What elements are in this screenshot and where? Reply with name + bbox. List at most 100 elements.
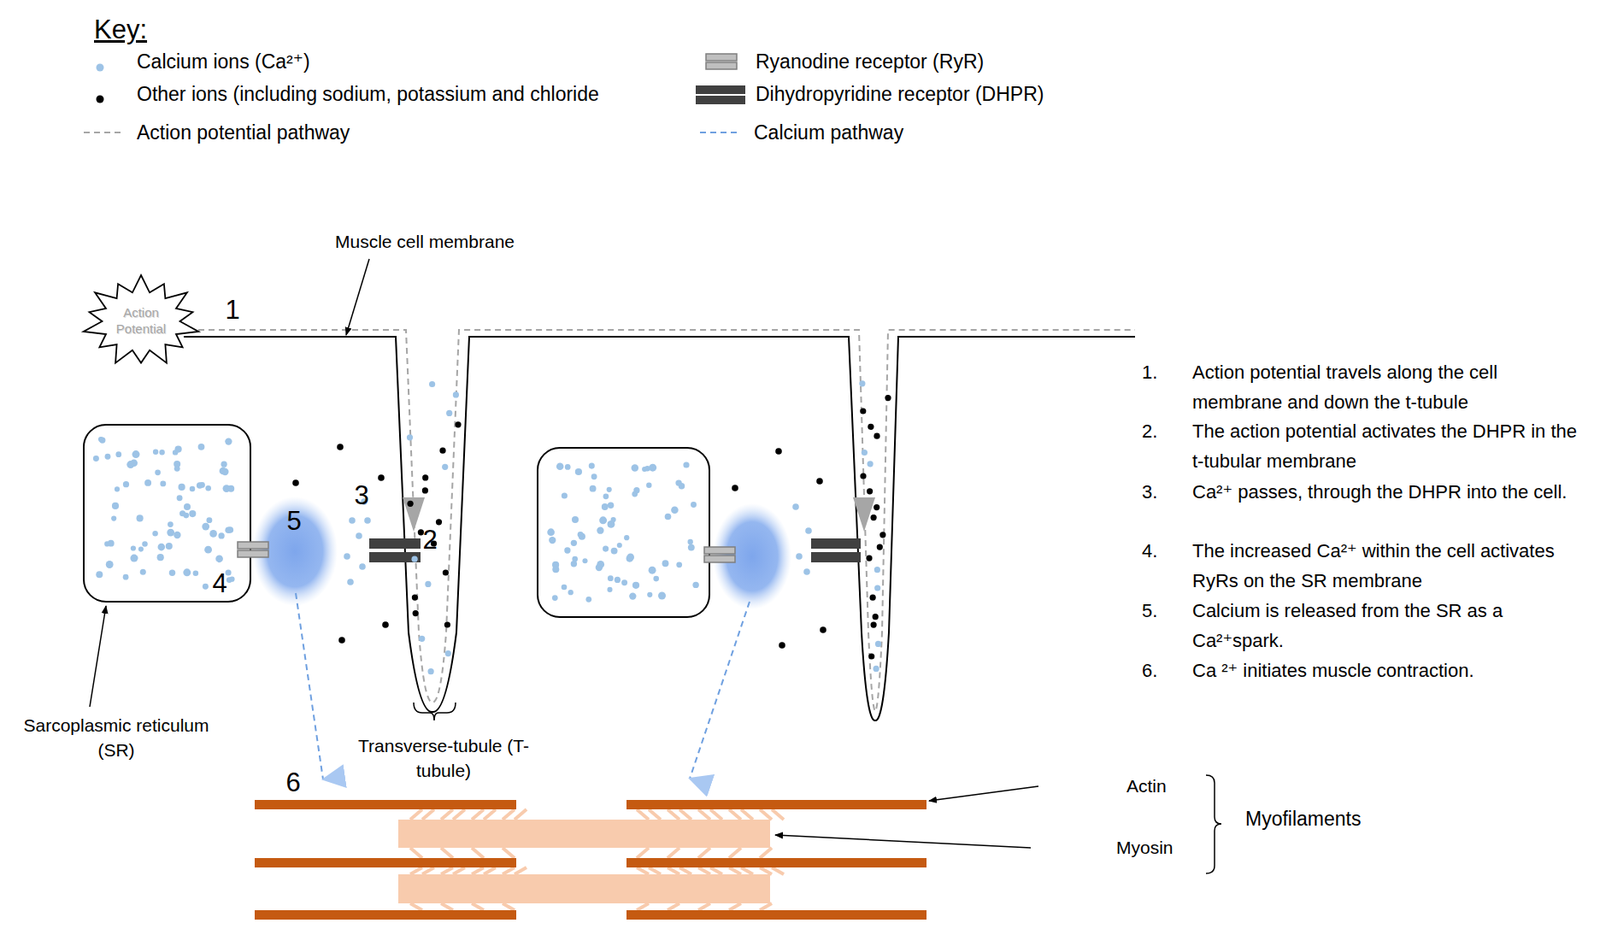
calcium-ion	[105, 560, 114, 569]
other-ion	[412, 610, 419, 617]
calcium-ion	[224, 527, 232, 535]
other-ion	[866, 488, 873, 495]
step-text: Ca²⁺ passes, through the DHPR into the c…	[1192, 476, 1588, 507]
legend-text: Action potential pathway	[136, 120, 350, 145]
ryr-receptor	[704, 547, 736, 563]
calcium-ion	[95, 570, 103, 578]
legend-text: Other ions (including sodium, potassium …	[136, 82, 600, 106]
calcium-ion	[658, 592, 666, 600]
calcium-ion	[648, 464, 657, 472]
cross-bridge	[636, 903, 649, 911]
calcium-ion	[452, 391, 459, 398]
step-text: The action potential activates the DHPR …	[1192, 416, 1588, 477]
calcium-ion	[224, 437, 232, 445]
cross-bridge	[759, 847, 772, 859]
step-text: Ca ²⁺ initiates muscle contraction.	[1192, 655, 1588, 686]
calcium-ion	[607, 502, 614, 509]
calcium-ion	[229, 576, 235, 583]
calcium-ion	[199, 482, 206, 489]
step-number: 1.	[1141, 357, 1181, 388]
cross-bridge	[483, 867, 496, 875]
ion-dots	[93, 380, 892, 675]
calcium-ion	[874, 566, 881, 573]
other-ion	[867, 423, 874, 430]
calcium-ion	[173, 531, 181, 539]
calcium-ion	[217, 532, 224, 539]
cross-bridge	[471, 809, 484, 820]
calcium-ion	[140, 569, 147, 576]
other-ion	[411, 594, 418, 601]
other-ion	[444, 621, 451, 628]
calcium-ion	[632, 582, 640, 589]
other-ion	[336, 443, 344, 451]
structure-label: Sarcoplasmic reticulum (SR)	[9, 712, 224, 764]
calcium-ion	[602, 546, 609, 553]
cross-bridge	[648, 867, 661, 875]
step-text: Action potential travels along the cell …	[1192, 357, 1588, 418]
callout-number: 2	[417, 523, 442, 556]
calcium-ion	[795, 552, 803, 560]
calcium-ion	[570, 560, 577, 567]
cross-bridge	[729, 867, 742, 875]
calcium-ion	[105, 453, 112, 460]
brace	[1205, 775, 1222, 874]
calcium-ion	[664, 513, 672, 521]
calcium-ion	[874, 584, 881, 591]
calcium-ion	[648, 566, 657, 575]
calcium-ion	[875, 641, 882, 648]
calcium-ion	[867, 460, 874, 467]
cross-bridge	[729, 809, 742, 820]
cross-bridge	[771, 867, 784, 875]
cross-bridge	[452, 809, 465, 820]
calcium-ion	[130, 545, 136, 551]
other-ion	[439, 447, 446, 454]
structure-label: Myosin	[1116, 836, 1211, 859]
other-ion	[819, 626, 827, 634]
calcium-ion	[676, 561, 683, 568]
action-potential-path	[177, 329, 1136, 712]
calcium-ion	[803, 568, 811, 576]
calcium-ion	[647, 592, 653, 598]
calcium-ion	[114, 486, 120, 492]
calcium-ion	[358, 563, 366, 571]
burst-text: Action Potential	[106, 305, 176, 338]
leader-arrow	[929, 786, 1039, 801]
legend-swatch	[96, 64, 105, 72]
other-ion	[454, 421, 461, 428]
calcium-ion	[556, 463, 565, 471]
dhpr-receptor	[811, 538, 861, 563]
calcium-ion	[589, 485, 597, 493]
other-ion	[873, 504, 880, 511]
calcium-ion	[152, 449, 159, 455]
other-ion	[868, 652, 875, 659]
other-ion	[407, 500, 414, 507]
legend-sample	[704, 51, 756, 74]
calcium-ion	[873, 665, 880, 672]
calcium-ion	[364, 517, 371, 524]
calcium-path	[295, 593, 324, 780]
calcium-ion	[792, 503, 800, 511]
key-heading: Key:	[94, 13, 180, 46]
legend-dhpr	[695, 95, 746, 105]
other-ion	[422, 474, 429, 481]
calcium-ion	[198, 443, 206, 451]
other-ion	[338, 636, 346, 644]
calcium-ion	[204, 546, 212, 554]
other-ion	[377, 474, 385, 482]
calcium-ion	[571, 556, 578, 563]
legend-dhpr	[695, 85, 746, 95]
calcium-ion	[570, 540, 577, 547]
calcium-ion	[182, 568, 191, 577]
legend-sample	[698, 123, 750, 147]
calcium-ion	[670, 506, 679, 515]
calcium-ion	[123, 481, 130, 488]
calcium-ion	[599, 516, 607, 524]
calcium-ion	[132, 555, 138, 561]
calcium-ion	[575, 468, 583, 476]
cross-bridge	[502, 903, 515, 911]
calcium-ion	[174, 465, 181, 472]
sr-compartment	[83, 424, 251, 602]
legend-text: Ryanodine receptor (RyR)	[755, 49, 984, 74]
cross-bridge	[698, 847, 711, 859]
cross-bridge	[648, 809, 661, 820]
